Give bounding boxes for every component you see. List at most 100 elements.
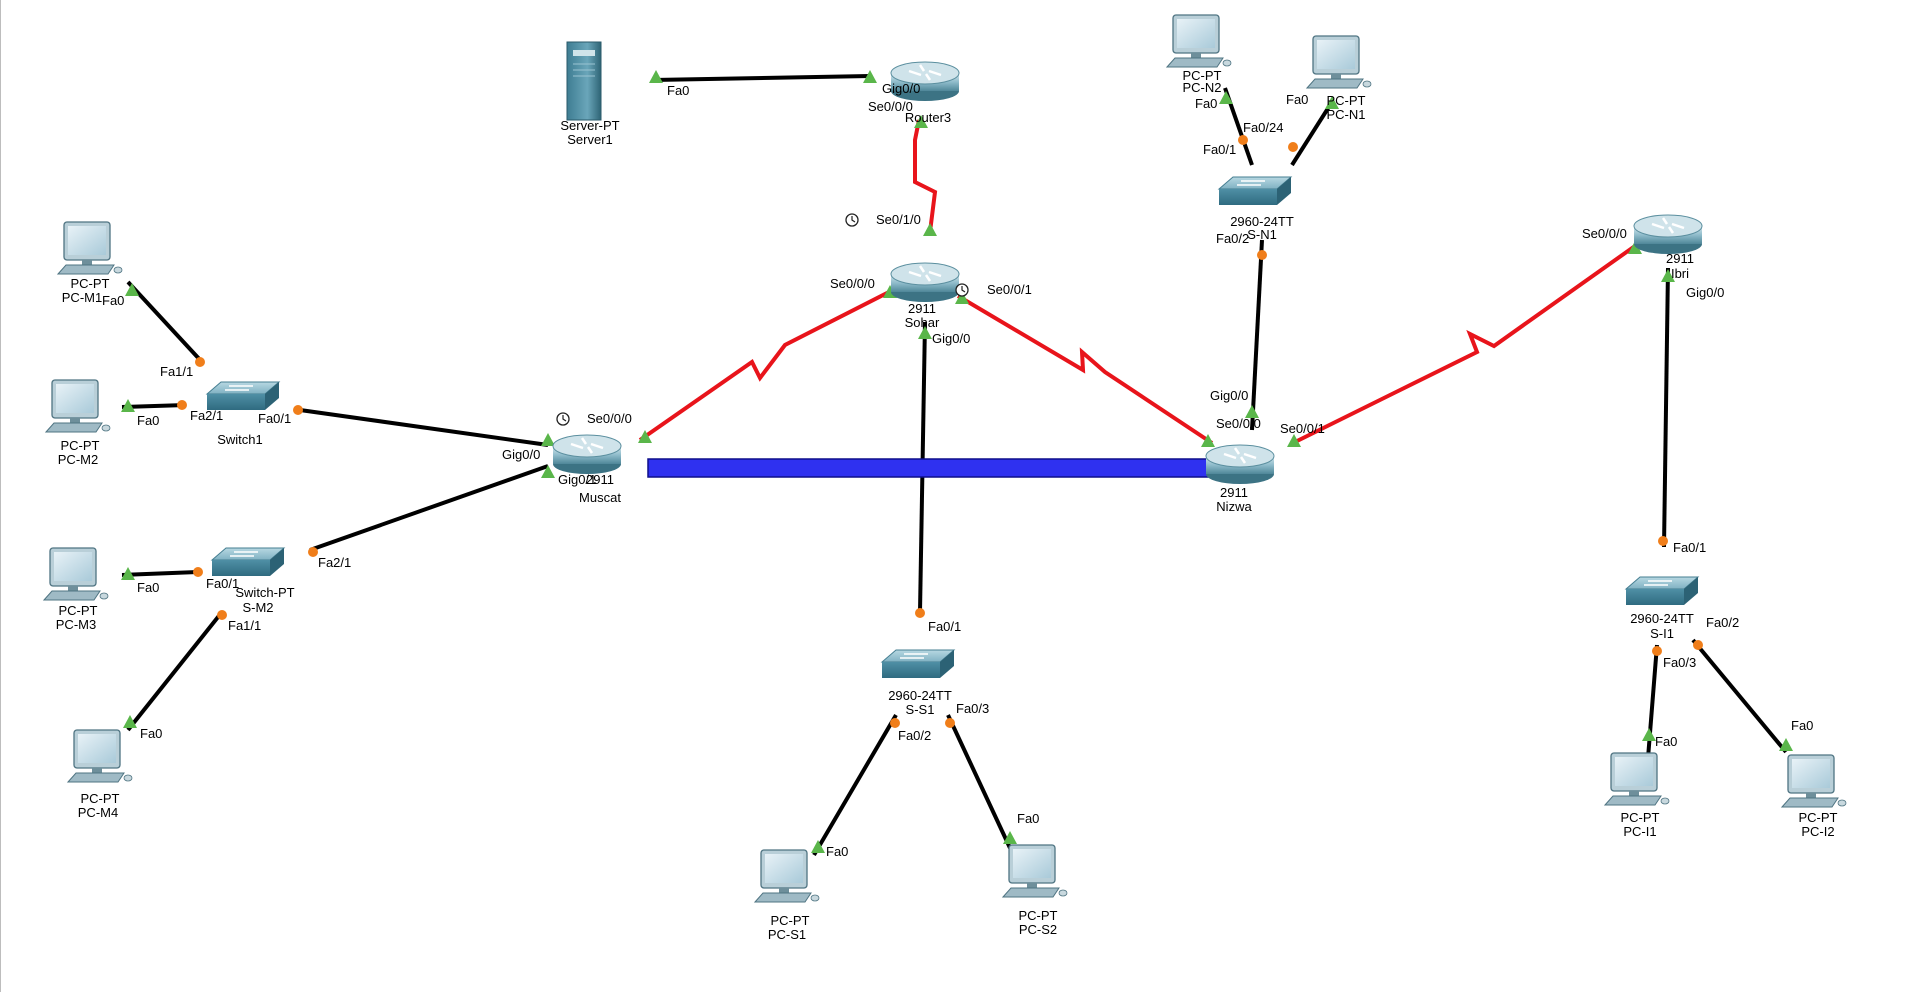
pc-stand xyxy=(68,586,78,591)
copper-cable xyxy=(121,403,187,409)
link-pc-m3-s-m2[interactable] xyxy=(121,567,203,580)
device-type-label: 2960-24TT xyxy=(1230,214,1294,229)
device-type-label: PC-PT xyxy=(1327,93,1366,108)
pc-keyboard xyxy=(1165,57,1224,68)
devices-layer: Server-PTServer1Router32911Sohar2911Musc… xyxy=(42,14,1847,942)
port-label-pc-n2-b: Fa0/1 xyxy=(1203,142,1236,157)
switch-arrows xyxy=(900,653,928,659)
pc-stand xyxy=(82,260,92,265)
device-name-label: PC-I2 xyxy=(1801,824,1834,839)
link-pending-indicator xyxy=(293,405,303,415)
link-up-indicator xyxy=(914,115,928,128)
link-sohar-muscat[interactable] xyxy=(638,285,897,443)
device-name-label: PC-I1 xyxy=(1623,824,1656,839)
link-up-indicator xyxy=(955,291,969,304)
switch-arrows xyxy=(1237,180,1265,186)
pc-screen xyxy=(54,552,92,581)
link-pc-s1-s-s1[interactable] xyxy=(811,713,900,857)
link-pc-i2-s-i1[interactable] xyxy=(1691,638,1793,754)
device-type-label: 2960-24TT xyxy=(888,688,952,703)
link-pending-indicator xyxy=(1238,135,1248,145)
link-router3-sohar[interactable] xyxy=(913,115,938,236)
selection-layer xyxy=(647,458,1213,478)
router-top xyxy=(552,434,622,458)
copper-cable xyxy=(812,713,898,857)
link-ibri-s-i1[interactable] xyxy=(1658,267,1675,548)
switch-s-m2[interactable]: Switch-PTS-M2 xyxy=(210,547,295,615)
port-label-pc-m3-a: Fa0 xyxy=(137,580,159,595)
link-server1-router3[interactable] xyxy=(649,70,877,83)
switch-arrows xyxy=(225,385,253,391)
link-pc-m4-s-m2[interactable] xyxy=(123,610,227,732)
link-pc-n1-s-n1[interactable] xyxy=(1288,96,1339,167)
device-name-label: S-M2 xyxy=(242,600,273,615)
link-pending-indicator xyxy=(890,718,900,728)
link-up-indicator xyxy=(649,70,663,83)
port-label-pc-i2-a: Fa0 xyxy=(1791,718,1813,733)
device-name-label: Sohar xyxy=(905,315,940,330)
port-label-muscat-b: Fa0/1 xyxy=(258,411,291,426)
link-pc-m2-switch1[interactable] xyxy=(121,399,187,412)
port-label-nizwa-b: Fa0/2 xyxy=(1216,231,1249,246)
port-label-pc-s2-a: Fa0 xyxy=(1017,811,1039,826)
device-name-label: PC-M4 xyxy=(78,805,118,820)
pc-screen xyxy=(78,734,116,763)
link-muscat-switch1[interactable] xyxy=(293,405,555,447)
port-label-muscat-a: Gig0/0 xyxy=(502,447,540,462)
port-label-pc-m4-a: Fa0 xyxy=(140,726,162,741)
device-type-label: 2911 xyxy=(586,472,614,487)
pc-mouse xyxy=(99,592,109,600)
device-type-label: PC-PT xyxy=(1621,810,1660,825)
link-pc-m1-switch1[interactable] xyxy=(125,280,205,367)
device-name-label: PC-S2 xyxy=(1019,922,1057,937)
port-label-sohar-a: Gig0/0 xyxy=(932,331,970,346)
device-type-label: PC-PT xyxy=(1799,810,1838,825)
link-up-indicator xyxy=(1628,241,1642,254)
router-router3[interactable]: Router3 xyxy=(890,61,960,125)
port-label-pc-n2-a: Fa0 xyxy=(1195,96,1217,111)
link-sohar-nizwa[interactable] xyxy=(955,291,1215,447)
link-pc-s2-s-s1[interactable] xyxy=(945,714,1017,849)
link-pc-i1-s-i1[interactable] xyxy=(1642,644,1662,759)
link-up-indicator xyxy=(1245,405,1259,418)
link-pending-indicator xyxy=(915,608,925,618)
link-pc-n2-s-n1[interactable] xyxy=(1219,87,1254,166)
device-type-label: 2911 xyxy=(1220,485,1248,500)
link-muscat-s-m2[interactable] xyxy=(308,464,555,557)
copper-cable xyxy=(1662,267,1670,548)
link-up-indicator xyxy=(123,715,137,728)
pc-mouse xyxy=(1837,799,1847,807)
device-name-label: S-I1 xyxy=(1650,626,1674,641)
pc-mouse xyxy=(1362,80,1372,88)
pc-screen xyxy=(765,854,803,883)
port-label-router3-a: Se0/0/0 xyxy=(868,99,913,114)
router-top xyxy=(1633,214,1703,238)
link-pending-indicator xyxy=(217,610,227,620)
serial-cable xyxy=(638,288,894,442)
link-nizwa-s-n1[interactable] xyxy=(1245,239,1267,431)
switch-switch1[interactable]: Switch1 xyxy=(205,381,281,447)
link-up-indicator xyxy=(121,567,135,580)
copper-cable xyxy=(946,714,1012,849)
pc-mouse xyxy=(1660,797,1670,805)
link-nizwa-ibri[interactable] xyxy=(1287,241,1642,447)
